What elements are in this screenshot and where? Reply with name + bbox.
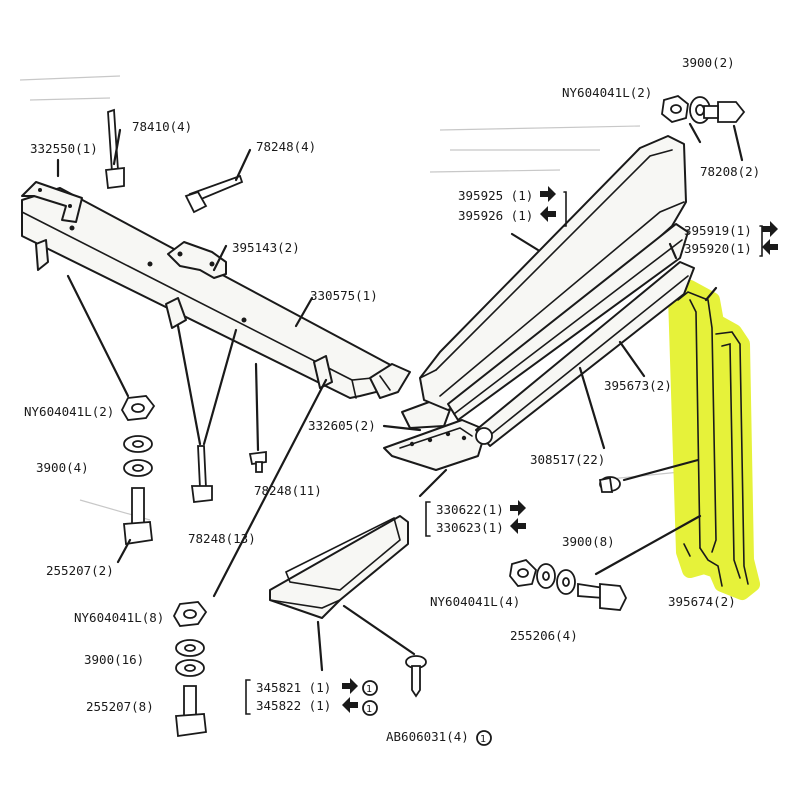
label-395920: 395920(1) (684, 241, 752, 256)
label-330623: 330623(1) (436, 520, 504, 535)
note-circle-2: 1 (366, 704, 372, 715)
label-3900-8: 3900(8) (562, 534, 615, 549)
part-labels: 78410(4) 332550(1) 78248(4) 395143(2) 33… (24, 55, 760, 744)
rivet-78248-upper[interactable] (184, 174, 244, 214)
beam-tabs (35, 239, 333, 389)
arrow-left-icon (342, 697, 358, 713)
label-330622: 330622(1) (436, 502, 504, 517)
label-78208: 78208(2) (700, 164, 760, 179)
hardware-stack-left-upper[interactable] (120, 395, 156, 546)
arrow-right-icon (510, 500, 526, 516)
label-395926: 395926 (1) (458, 208, 533, 223)
label-395143: 395143(2) (232, 240, 300, 255)
hardware-right-mid[interactable] (509, 558, 628, 611)
hardware-top-right[interactable] (661, 95, 746, 124)
label-345822: 345822 (1) (256, 698, 331, 713)
label-308517: 308517(22) (530, 452, 605, 467)
leader-lines (56, 122, 744, 672)
arrow-right-icon (540, 186, 556, 202)
label-330575: 330575(1) (310, 288, 378, 303)
background-texture (19, 75, 701, 521)
label-3900-4: 3900(4) (36, 460, 89, 475)
highlighted-part-395674[interactable] (668, 280, 760, 600)
rail-395673[interactable] (475, 261, 695, 447)
beam-330575[interactable] (21, 187, 411, 399)
rivet-308517[interactable] (598, 476, 621, 493)
note-circle-1: 1 (366, 684, 372, 695)
label-ny604041l-4: NY604041L(4) (430, 594, 520, 609)
bracket-332550[interactable] (21, 181, 83, 223)
bracket-395143[interactable] (167, 241, 227, 279)
label-78248-4: 78248(4) (256, 139, 316, 154)
arrow-left-icon (762, 239, 778, 255)
label-395674: 395674(2) (668, 594, 736, 609)
label-ny604041l-2a: NY604041L(2) (24, 404, 114, 419)
label-255207-2: 255207(2) (46, 563, 114, 578)
rail-395919[interactable] (447, 223, 689, 421)
arrow-right-icon (762, 221, 778, 237)
label-345821: 345821 (1) (256, 680, 331, 695)
label-brackets (245, 191, 763, 715)
bracket-345821[interactable] (269, 515, 409, 619)
arrow-right-icon (342, 678, 358, 694)
label-78248-11: 78248(11) (254, 483, 322, 498)
hardware-stack-left-lower[interactable] (172, 601, 208, 738)
label-395925: 395925 (1) (458, 188, 533, 203)
panel-395925[interactable] (419, 135, 687, 411)
label-ny604041l-8: NY604041L(8) (74, 610, 164, 625)
label-395919: 395919(1) (684, 223, 752, 238)
label-78410: 78410(4) (132, 119, 192, 134)
label-ny604041l-2b: NY604041L(2) (562, 85, 652, 100)
direction-arrows (342, 186, 778, 713)
note-circle-3: 1 (480, 734, 486, 745)
label-78248-13: 78248(13) (188, 531, 256, 546)
arrow-left-icon (510, 518, 526, 534)
label-ab606031: AB606031(4) (386, 729, 469, 744)
note-markers: 1 1 1 (362, 680, 492, 746)
label-3900-2: 3900(2) (682, 55, 735, 70)
rivet-78248-11[interactable] (248, 450, 267, 473)
rivet-78248-13[interactable] (190, 445, 213, 503)
screw-ab606031[interactable] (405, 655, 427, 698)
label-332550: 332550(1) (30, 141, 98, 156)
arrow-left-icon (540, 206, 556, 222)
label-255207-8: 255207(8) (86, 699, 154, 714)
rivet-78410[interactable] (105, 108, 125, 190)
label-255206: 255206(4) (510, 628, 578, 643)
channel-330622[interactable] (383, 419, 487, 471)
label-3900-16: 3900(16) (84, 652, 144, 667)
label-332605: 332605(2) (308, 418, 376, 433)
label-395673: 395673(2) (604, 378, 672, 393)
